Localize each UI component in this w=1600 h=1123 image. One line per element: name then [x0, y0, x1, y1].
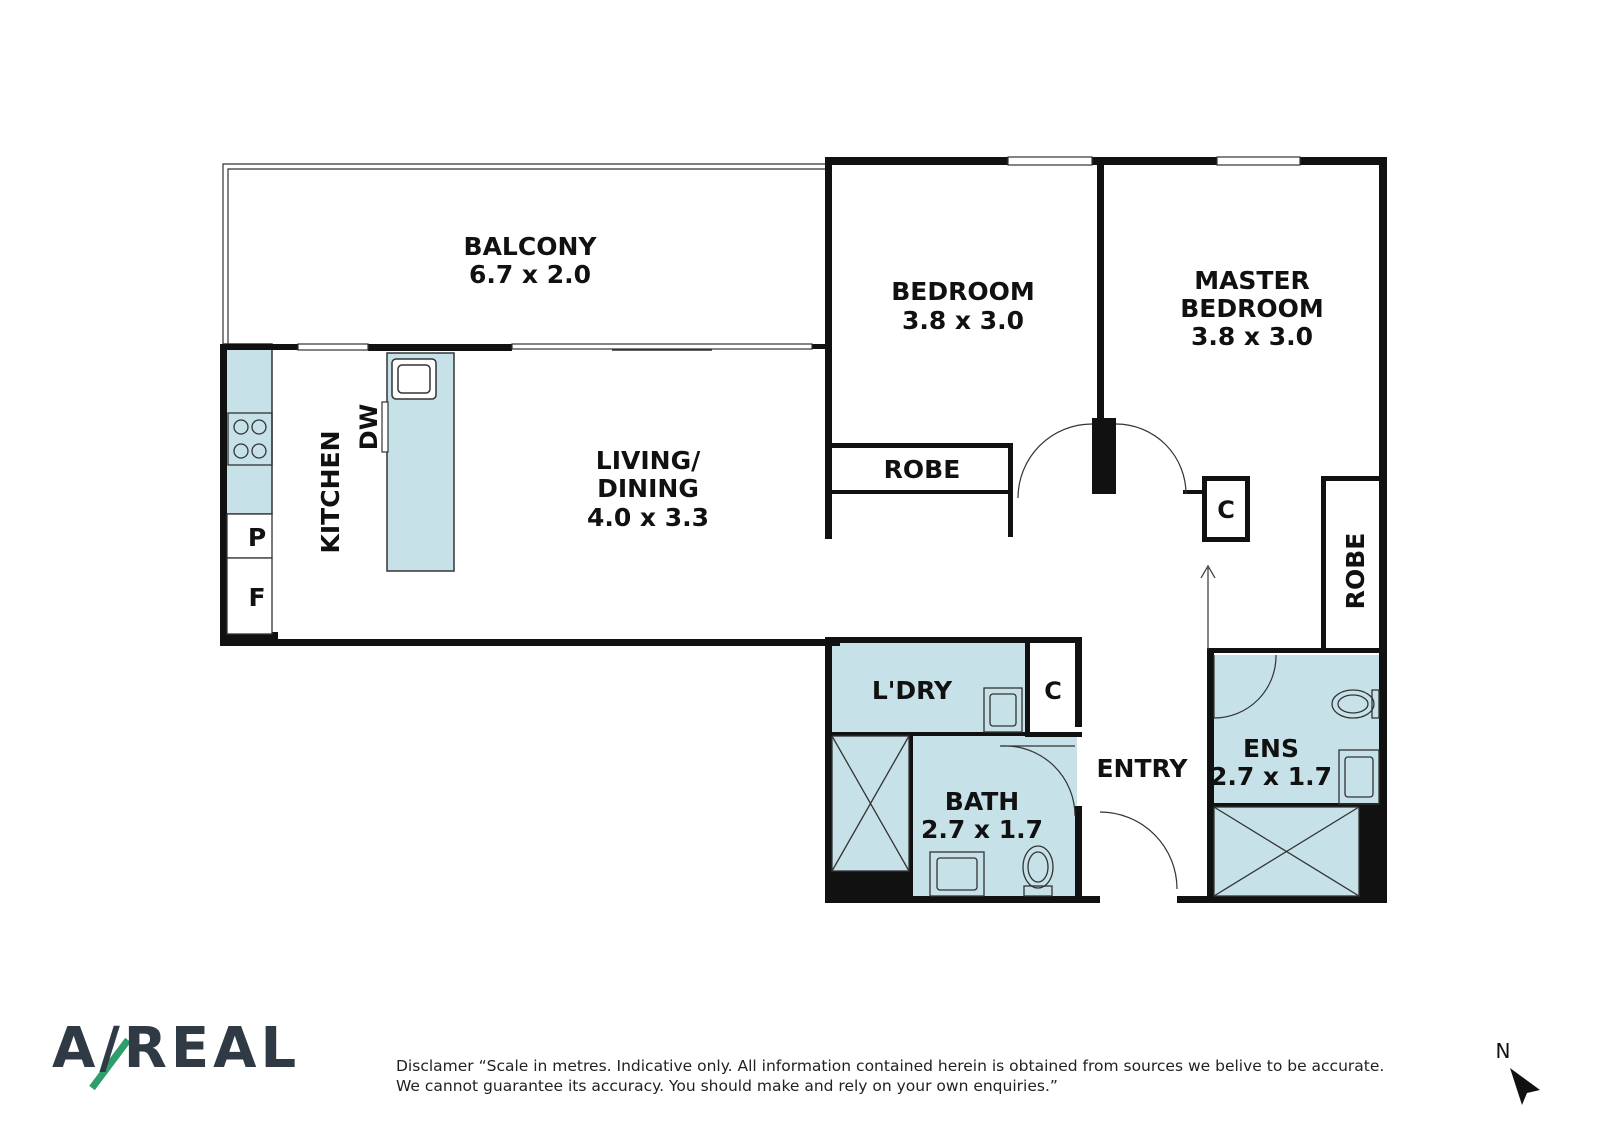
sink-icon [391, 358, 437, 400]
laundry-name: L'DRY [872, 676, 953, 705]
disclaimer-line2: We cannot guarantee its accuracy. You sh… [396, 1077, 1058, 1095]
dishwasher-label: DW [355, 404, 383, 450]
master-robe-label: ROBE [1341, 533, 1370, 610]
ensuite-shower-icon [1213, 806, 1360, 897]
entry-name: ENTRY [1096, 754, 1188, 783]
ensuite-toilet-icon [1331, 689, 1380, 719]
ensuite-size: 2.7 x 1.7 [1210, 762, 1332, 791]
master-name-line1: MASTER [1194, 266, 1310, 295]
shower-icon [831, 735, 910, 872]
fridge-label: F [248, 583, 265, 612]
living-name-line1: LIVING/ [596, 446, 701, 475]
vanity-icon [929, 851, 985, 897]
doors [1000, 423, 1277, 890]
ensuite-name: ENS [1243, 734, 1299, 763]
ensuite-vanity-icon [1338, 749, 1380, 805]
kitchen-name: KITCHEN [316, 431, 345, 554]
disclaimer-line1: Disclamer “Scale in metres. Indicative o… [396, 1057, 1385, 1075]
master-name-line2: BEDROOM [1180, 294, 1324, 323]
laundry-tub-icon [983, 687, 1023, 733]
dishwasher-icon [381, 401, 389, 453]
walls [220, 157, 1387, 903]
disclaimer: Disclamer “Scale in metres. Indicative o… [396, 1056, 1416, 1096]
bedroom-robe-label: ROBE [884, 455, 961, 484]
windows [297, 156, 1301, 351]
compass-north-label: N [1496, 1039, 1511, 1063]
brand-logo: A/REAL [52, 1016, 301, 1081]
toilet-icon [1022, 845, 1054, 897]
entry-arrow [1200, 564, 1216, 650]
logo-slash-icon [89, 1037, 131, 1091]
bedroom-name: BEDROOM [891, 277, 1035, 306]
bedroom-size: 3.8 x 3.0 [902, 306, 1024, 335]
master-size: 3.8 x 3.0 [1191, 322, 1313, 351]
laundry-cupboard [1030, 643, 1075, 732]
balcony-outline [222, 163, 828, 344]
room-labels: BALCONY 6.7 x 2.0 BEDROOM 3.8 x 3.0 MAST… [248, 232, 1370, 844]
north-arrow-icon [1510, 1068, 1540, 1105]
pantry-label: P [248, 523, 266, 552]
living-size: 4.0 x 3.3 [587, 503, 709, 532]
balcony-size: 6.7 x 2.0 [469, 260, 591, 289]
bath-name: BATH [945, 787, 1019, 816]
laundry-cupboard-label: C [1044, 677, 1062, 705]
balcony-name: BALCONY [464, 232, 598, 261]
compass: N [1496, 1039, 1540, 1105]
bath-size: 2.7 x 1.7 [921, 815, 1043, 844]
cooktop-icon [227, 412, 273, 466]
hall-cupboard-label: C [1217, 496, 1235, 524]
living-name-line2: DINING [597, 474, 699, 503]
kitchen-cabinets [226, 513, 273, 635]
